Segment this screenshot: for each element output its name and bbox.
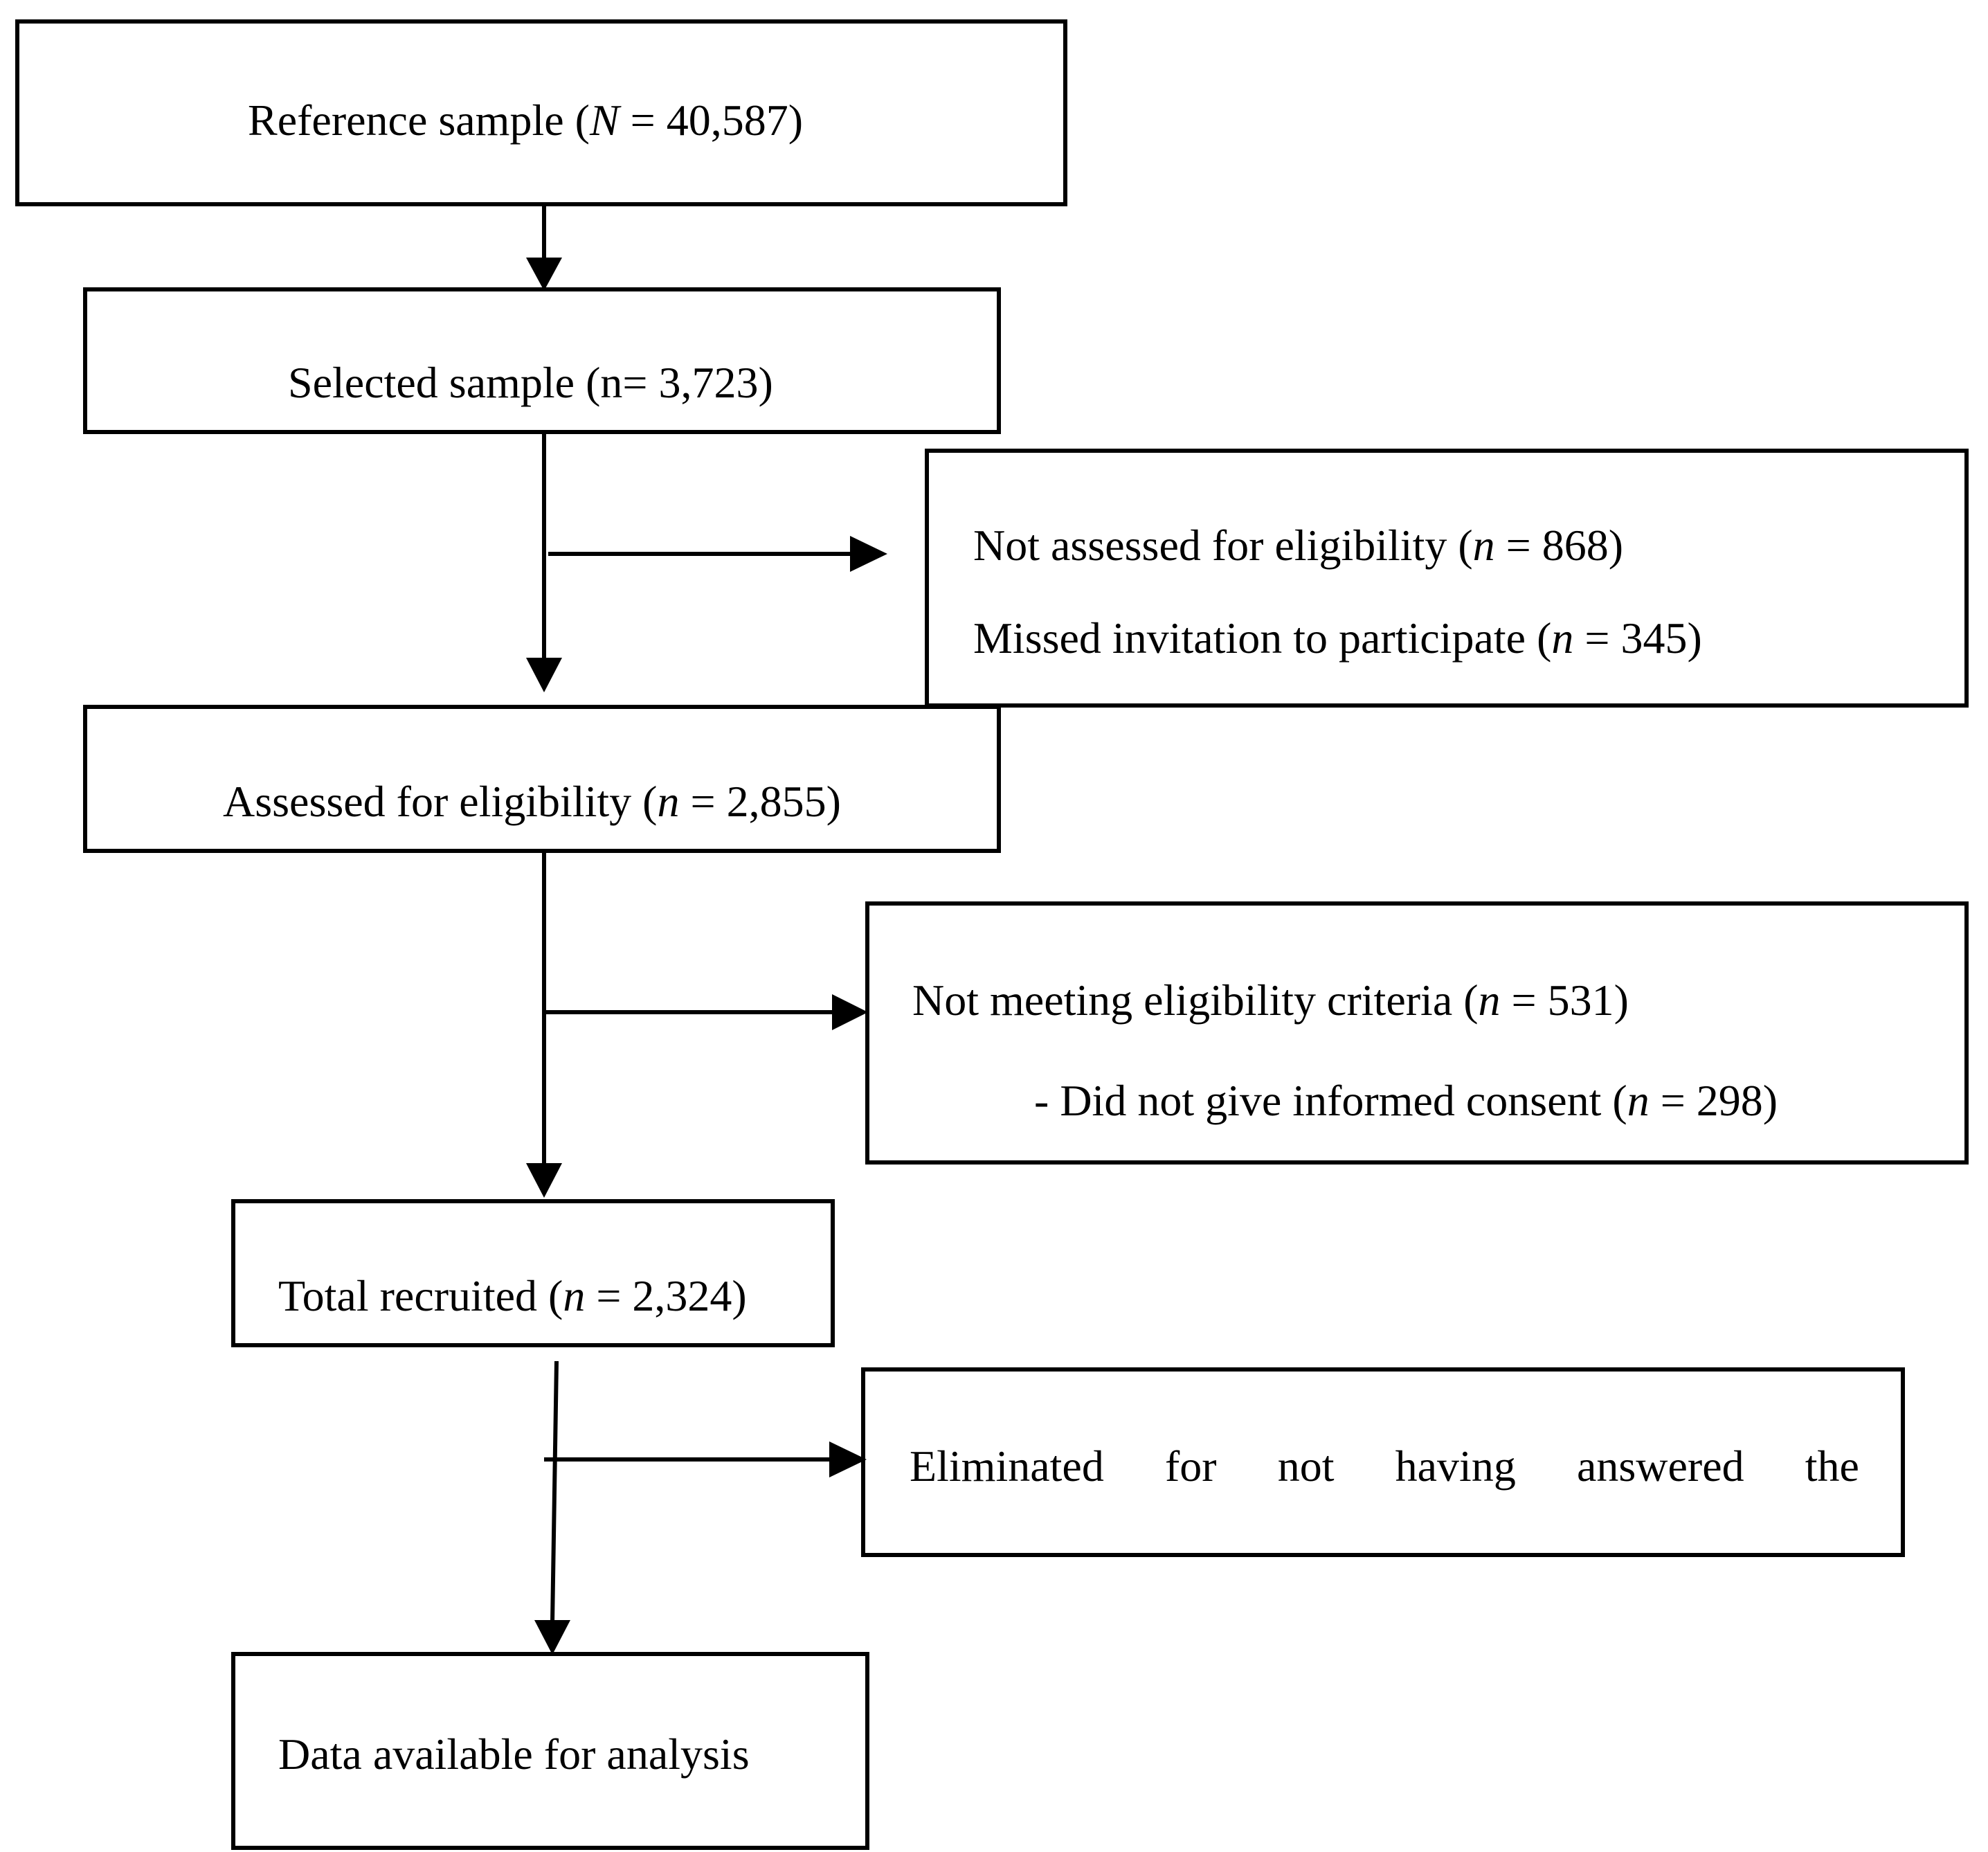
arrowhead-recruited (526, 1163, 562, 1198)
not-meeting-criteria-box: Not meeting eligibility criteria (n = 53… (865, 901, 1969, 1165)
reference-sample-text: Reference sample (N = 40,587) (248, 96, 804, 145)
arrowhead-not-assessed (850, 536, 887, 572)
selected-sample-box: Selected sample (n= 3,723) (83, 287, 1001, 434)
selected-sample-text: Selected sample (n= 3,723) (288, 358, 773, 407)
arrowhead-assessed (526, 658, 562, 692)
assessed-eligibility-box: Assessed for eligibility (n = 2,855) (83, 705, 1001, 853)
eliminated-box: Eliminated for not having answered the (861, 1367, 1905, 1557)
arrow-recruited-to-available (550, 1360, 559, 1624)
reference-sample-box: Reference sample (N = 40,587) (15, 19, 1067, 206)
not-meeting-criteria-text: Not meeting eligibility criteria (n = 53… (912, 976, 1629, 1025)
arrowhead-not-meeting (832, 994, 868, 1030)
arrowhead-selected (526, 258, 562, 291)
data-available-box: Data available for analysis (231, 1652, 869, 1850)
arrowhead-available (534, 1620, 570, 1655)
total-recruited-text: Total recruited (n = 2,324) (278, 1271, 747, 1320)
not-assessed-text: Not assessed for eligibility (n = 868) (973, 521, 1624, 570)
total-recruited-box: Total recruited (n = 2,324) (231, 1199, 835, 1347)
not-assessed-box: Not assessed for eligibility (n = 868) M… (925, 449, 1969, 708)
arrowhead-eliminated (829, 1441, 867, 1477)
assessed-eligibility-text: Assessed for eligibility (n = 2,855) (223, 777, 841, 826)
no-consent-text: - Did not give informed consent (n = 298… (1034, 1076, 1778, 1125)
missed-invitation-text: Missed invitation to participate (n = 34… (973, 613, 1702, 663)
eliminated-text: Eliminated for not having answered the (910, 1441, 1859, 1491)
data-available-text: Data available for analysis (278, 1729, 750, 1779)
